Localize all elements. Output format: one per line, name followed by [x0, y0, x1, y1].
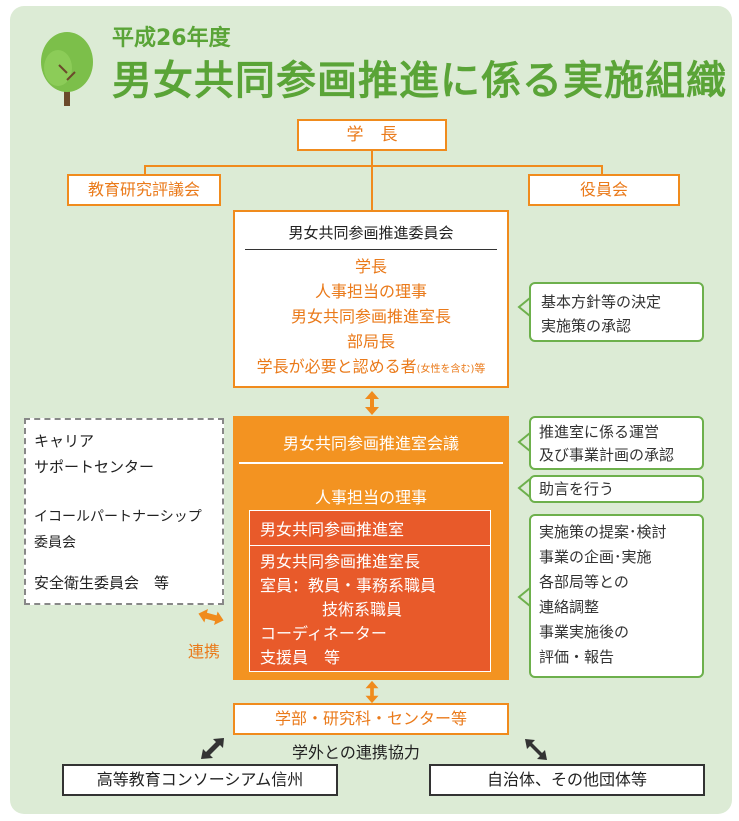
- committee-title: 男女共同参画推進委員会: [288, 224, 454, 242]
- meeting-note3-box: 実施策の提案･検討 事業の企画･実施 各部局等との 連絡調整 事業実施後の 評価…: [529, 514, 704, 678]
- consortium-box: 高等教育コンソーシアム信州: [62, 764, 338, 796]
- link-label: 連携: [188, 642, 221, 661]
- municipalities-label: 自治体、その他団体等: [486, 770, 647, 789]
- diagonal-arrow-icon: [525, 739, 547, 760]
- committee-member-5-sub: (女性を含む): [416, 364, 475, 375]
- meeting-note3-line5: 事業実施後の: [539, 623, 630, 641]
- partner-career-1: キャリア: [34, 432, 95, 450]
- office-meeting-divider: [239, 462, 503, 464]
- connector-horizontal: [144, 165, 602, 167]
- committee-box: 男女共同参画推進委員会 学長 人事担当の理事 男女共同参画推進室長 部局長 学長…: [233, 210, 509, 388]
- office-meeting-director: 人事担当の理事: [314, 488, 427, 507]
- committee-member-4: 部局長: [346, 332, 395, 351]
- org-chart-panel: 平成26年度 男女共同参画推進に係る実施組織 学 長 教育研究評議会 役員会 男…: [10, 6, 732, 814]
- president-box: 学 長: [297, 119, 447, 151]
- meeting-note1-line1: 推進室に係る運営: [539, 423, 660, 441]
- green-bracket-icon: [517, 297, 531, 317]
- meeting-note3-line3: 各部局等との: [539, 573, 629, 591]
- meeting-note1-line2: 及び事業計画の承認: [539, 446, 675, 464]
- partner-career-2: サポートセンター: [34, 458, 155, 476]
- office-box: 男女共同参画推進室 男女共同参画推進室長 室員：教員・事務系職員 技術系職員 コ…: [249, 510, 491, 672]
- committee-member-5: 学長が必要と認める者(女性を含む)等: [235, 354, 507, 382]
- office-member-5: 支援員 等: [260, 648, 341, 667]
- green-bracket-icon: [517, 587, 531, 607]
- connector-president-committee: [371, 149, 373, 219]
- municipalities-box: 自治体、その他団体等: [429, 764, 705, 796]
- partner-equal-1: イコールパートナーシップ: [34, 509, 202, 525]
- meeting-note1-box: 推進室に係る運営 及び事業計画の承認: [529, 416, 704, 470]
- committee-member-5-suffix: 等: [474, 362, 486, 375]
- partner-equal-2: 委員会: [34, 535, 76, 551]
- tree-icon: [41, 32, 93, 106]
- board-label: 役員会: [579, 180, 628, 199]
- committee-note-2: 実施策の承認: [541, 317, 632, 335]
- year-label: 平成26年度: [112, 26, 231, 51]
- committee-member-2: 人事担当の理事: [314, 282, 427, 301]
- link-arrow-icon: [198, 608, 224, 626]
- updown-arrow-icon: [365, 391, 379, 415]
- committee-member-1: 学長: [354, 257, 387, 276]
- office-member-3: 技術系職員: [322, 600, 403, 619]
- committee-note-1: 基本方針等の決定: [541, 293, 662, 311]
- office-member-4: コーディネーター: [260, 624, 387, 643]
- committee-member-5-main: 学長が必要と認める者: [256, 357, 417, 376]
- consortium-label: 高等教育コンソーシアム信州: [96, 770, 304, 789]
- meeting-note2-box: 助言を行う: [529, 475, 704, 503]
- president-label: 学 長: [346, 125, 398, 145]
- meeting-note3-line4: 連絡調整: [539, 598, 600, 616]
- page-title: 男女共同参画推進に係る実施組織: [112, 58, 727, 104]
- meeting-note2: 助言を行う: [539, 480, 615, 498]
- external-label: 学外との連携協力: [292, 743, 420, 762]
- board-box: 役員会: [528, 174, 680, 206]
- office-member-1: 男女共同参画推進室長: [260, 552, 421, 571]
- meeting-note3-line6: 評価・報告: [539, 648, 615, 666]
- partners-box: キャリア サポートセンター イコールパートナーシップ 委員会 安全衛生委員会 等: [24, 418, 224, 605]
- committee-member-3: 男女共同参画推進室長: [290, 307, 451, 326]
- education-research-council-label: 教育研究評議会: [87, 180, 200, 199]
- connector-right-drop: [601, 165, 603, 181]
- updown-arrow-icon: [365, 680, 379, 704]
- green-bracket-icon: [517, 478, 531, 498]
- partner-safety: 安全衛生委員会 等: [34, 574, 170, 592]
- faculties-label: 学部・研究科・センター等: [274, 709, 467, 728]
- education-research-council-box: 教育研究評議会: [67, 174, 221, 206]
- committee-divider: [245, 249, 497, 250]
- connector-left-drop: [144, 165, 146, 181]
- meeting-note3-line2: 事業の企画･実施: [539, 548, 652, 566]
- office-meeting-box: 男女共同参画推進室会議 人事担当の理事 男女共同参画推進室 男女共同参画推進室長…: [233, 416, 509, 680]
- green-bracket-icon: [517, 432, 531, 452]
- diagonal-arrow-icon: [201, 738, 224, 759]
- office-member-2: 室員：教員・事務系職員: [260, 576, 437, 595]
- meeting-note3-line1: 実施策の提案･検討: [539, 523, 667, 541]
- office-title: 男女共同参画推進室: [250, 511, 490, 546]
- office-meeting-title: 男女共同参画推進室会議: [282, 434, 459, 453]
- faculties-box: 学部・研究科・センター等: [233, 703, 509, 735]
- committee-note-box: 基本方針等の決定 実施策の承認: [529, 282, 704, 342]
- header: 平成26年度 男女共同参画推進に係る実施組織: [10, 6, 732, 106]
